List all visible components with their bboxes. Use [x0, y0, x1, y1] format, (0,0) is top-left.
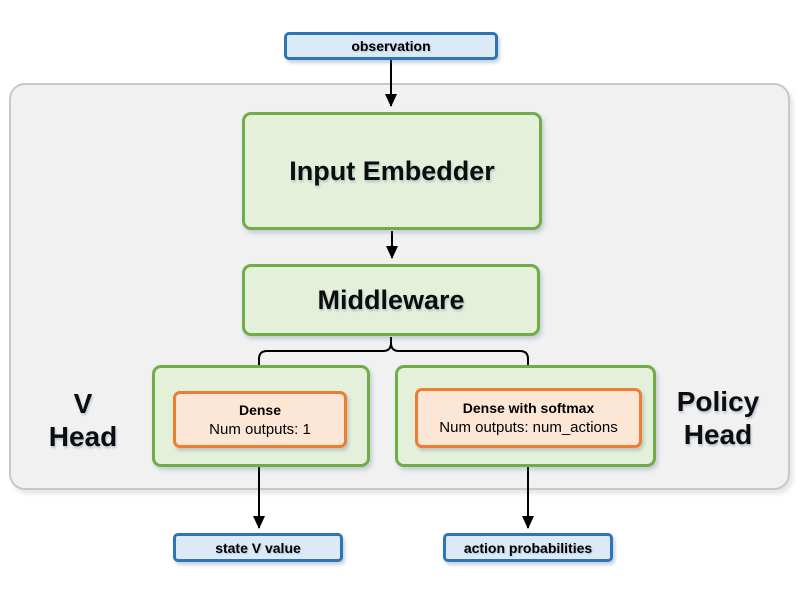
observation-node: observation — [284, 32, 498, 60]
v-head-label-line1: V — [73, 388, 93, 419]
state-v-value-node: state V value — [173, 533, 343, 562]
policy-head-dense-title: Dense with softmax — [462, 400, 595, 416]
observation-label: observation — [351, 38, 431, 54]
input-embedder-label: Input Embedder — [289, 155, 495, 186]
middleware-label: Middleware — [317, 284, 465, 315]
v-head-dense-node: Dense Num outputs: 1 — [173, 391, 347, 448]
v-head-dense-detail: Num outputs: 1 — [209, 420, 311, 438]
middleware-node: Middleware — [242, 264, 540, 336]
policy-head-label-line2: Head — [683, 419, 753, 450]
v-head-label-line2: Head — [48, 421, 118, 452]
policy-head-label-line1: Policy — [676, 386, 760, 417]
input-embedder-node: Input Embedder — [242, 112, 542, 230]
action-probabilities-label: action probabilities — [463, 539, 593, 556]
v-head-dense-title: Dense — [238, 401, 282, 418]
policy-head-label: Policy Head — [656, 385, 780, 451]
v-head-label: V Head — [33, 387, 133, 453]
policy-head-dense-node: Dense with softmax Num outputs: num_acti… — [415, 388, 642, 448]
policy-head-dense-detail: Num outputs: num_actions — [439, 419, 618, 436]
state-v-value-label: state V value — [215, 539, 301, 556]
action-probabilities-node: action probabilities — [443, 533, 613, 562]
